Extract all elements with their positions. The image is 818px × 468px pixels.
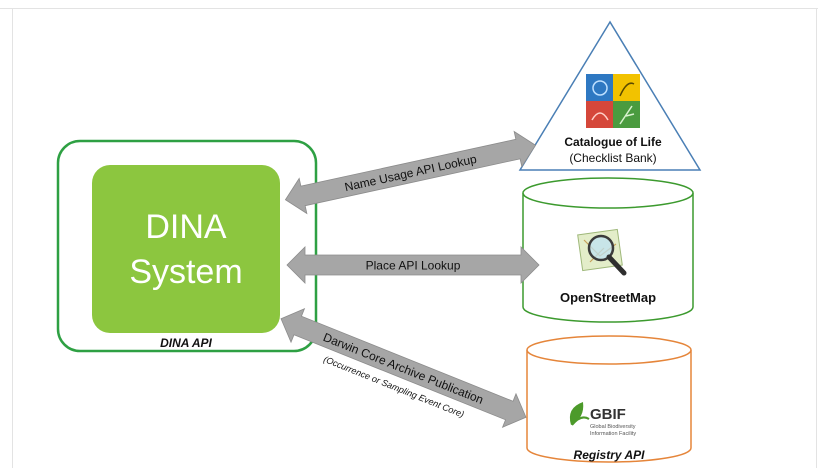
openstreetmap-magnifier-logo <box>577 228 627 276</box>
dina-title-line1: DINA <box>145 208 227 246</box>
gbif-leaf-logo <box>569 402 590 426</box>
right-border <box>816 8 817 468</box>
dina-system-box <box>92 165 280 333</box>
dina-title-line2: System <box>129 253 242 291</box>
dina-api-label: DINA API <box>160 336 212 350</box>
gbif-logo-text: GBIF <box>590 406 626 423</box>
gbif-registry-api-label: Registry API <box>574 448 646 462</box>
darwin-core-arrow: Darwin Core Archive Publication (Occurre… <box>280 308 527 428</box>
name-usage-arrow: Name Usage API Lookup <box>284 130 537 215</box>
catalogue-of-life-name: Catalogue of Life <box>564 135 662 149</box>
gbif-cylinder <box>526 335 692 463</box>
left-border <box>12 8 13 468</box>
catalogue-of-life-logo <box>586 74 640 128</box>
gbif-logo-subtext-line1: Global Biodiversity <box>590 424 636 430</box>
place-label: Place API Lookup <box>366 259 461 273</box>
openstreetmap-name: OpenStreetMap <box>560 290 656 305</box>
catalogue-of-life-subtitle: (Checklist Bank) <box>569 151 656 165</box>
gbif-logo-subtext-line2: Information Facility <box>590 431 636 437</box>
top-border <box>0 8 818 9</box>
place-arrow: Place API Lookup <box>286 246 540 284</box>
